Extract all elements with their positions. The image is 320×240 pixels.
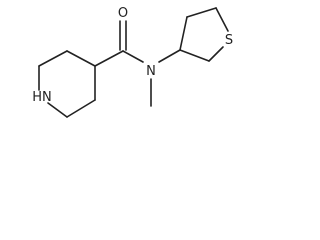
- thiolane-ring: [179, 7, 229, 62]
- bond-n1-c6: [47, 102, 68, 118]
- amide-group: [94, 20, 181, 107]
- bond-c4-carbonyl: [94, 50, 124, 67]
- piperidine-ring: [38, 50, 96, 118]
- amide-nitrogen-label: N: [146, 64, 156, 79]
- ring-nitrogen-label: HN: [32, 90, 52, 105]
- bond-c3-c2: [38, 50, 68, 67]
- bond-c4-c3: [66, 50, 96, 67]
- bond-c5prime-c4prime: [186, 7, 217, 18]
- sulfur-label: S: [225, 33, 233, 48]
- structure-diagram: O N HN S: [32, 6, 233, 118]
- bond-n-c3prime: [158, 49, 181, 63]
- bond-c3prime-c2prime: [179, 49, 210, 62]
- bond-c4prime-c3prime: [179, 16, 188, 51]
- oxygen-label: O: [118, 6, 128, 21]
- bond-c6-c5: [66, 99, 96, 118]
- bond-s-c5prime: [215, 7, 229, 32]
- bond-c2prime-s: [208, 46, 224, 62]
- bond-carbonyl-n: [122, 50, 144, 63]
